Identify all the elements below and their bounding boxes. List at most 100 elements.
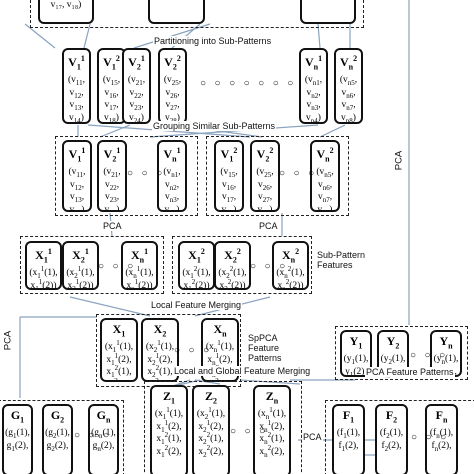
node-entry: (v11,	[68, 167, 86, 180]
connector-line	[83, 23, 91, 49]
node-entry: v28)	[257, 204, 273, 212]
node-title: X1	[112, 322, 126, 339]
node-title: V21	[103, 146, 121, 164]
group-right-ellipsis: ○ ○ ○	[279, 168, 318, 179]
subfeature-node: X22(x22(1),x22(2))	[214, 241, 251, 290]
node-entry: vn4)	[306, 112, 321, 124]
node-entry: v23,	[129, 100, 144, 113]
f-group	[325, 400, 474, 474]
connector-line	[149, 124, 319, 138]
local-global-merging-label: Local and Global Feature Merging	[173, 366, 312, 376]
merged-node: Z2(x21(1),x21(2),x22(1),x22(2),	[192, 385, 230, 474]
sub-left-ellipsis: ○ ○ ○	[98, 261, 137, 272]
node-title: X11	[35, 247, 52, 265]
connector-line	[239, 379, 301, 385]
pca-vertical-left: PCA	[2, 330, 14, 350]
node-entry: (vn5,	[316, 167, 334, 180]
node-title: X21	[72, 247, 89, 265]
node-entry: (v11,	[67, 75, 86, 88]
node-entry: (x12(1),	[182, 265, 211, 281]
node-title: Gn	[96, 408, 111, 425]
node-entry: (f1(1),	[336, 428, 361, 441]
node-entry: (g1(1),	[5, 428, 30, 441]
node-entry: (x21(1),	[66, 265, 95, 281]
node-title: X22	[224, 247, 241, 265]
node-entry: v12,	[69, 87, 84, 100]
node-entry: (vn5,	[339, 75, 358, 88]
node-title: V22	[164, 54, 181, 72]
node-title: Zn	[265, 389, 279, 406]
grouped-node: Vn1(vn1,vn2,vn3,vn4)	[157, 140, 187, 212]
node-entry: (fn(1),	[429, 428, 454, 441]
node-title: V12	[103, 54, 120, 72]
node-title: V21	[128, 54, 145, 72]
grouped-node: Vn2(vn5,vn6,vn7,vn8)	[310, 140, 340, 212]
subpattern-node: V21 (v21,v22,v23,v24)	[122, 48, 151, 124]
node-entry: (xn1(1),	[125, 265, 154, 281]
connector-line	[99, 124, 131, 138]
node-entry: v13,	[69, 100, 84, 113]
pca-label-right: PCA	[258, 221, 279, 231]
node-entry: (y2(1),	[380, 354, 406, 367]
grouping-label: Grouping Similar Sub-Patterns	[152, 121, 277, 131]
node-entry: vn6,	[317, 179, 333, 192]
node-entry: f1(2),	[338, 440, 359, 453]
node-entry: x22(1),	[147, 364, 173, 380]
node-entry: x21(2),	[198, 418, 224, 434]
pca-label-f: PCA	[302, 432, 323, 442]
node-entry: v16,	[221, 179, 237, 192]
connector-line	[317, 23, 321, 49]
node-title: G2	[50, 408, 65, 425]
node-entry: v22,	[129, 87, 144, 100]
node-entry: (x11(1),	[104, 339, 134, 355]
z-ellipsis: ○ ○ ○	[230, 426, 269, 437]
subfeature-node: Xn1(xn1(1),xn1(2))	[121, 241, 158, 290]
node-entry: x22(2))	[219, 277, 246, 290]
node-entry: (vn1,	[304, 75, 323, 88]
grouping-group-left	[55, 136, 198, 216]
node-entry: v₁₇, v₁₈)	[50, 0, 82, 10]
subpattern-node: V11(v11,v12,v13,v14)	[62, 48, 91, 124]
node-entry: (gn(1),	[91, 428, 116, 441]
node-entry: x21(2),	[147, 351, 173, 367]
g-node: Gn (gn(1),gn(2),	[88, 404, 119, 474]
z-group	[144, 381, 302, 474]
node-entry: x12(2),	[156, 443, 182, 459]
partitioning-label: Partitioning into Sub-Patterns	[153, 36, 273, 46]
node-entry: (v21,	[127, 75, 146, 88]
sppca-node: X1(x11(1),x11(2),x12(1),x12(2))	[100, 318, 138, 382]
f-node: F1 (f1(1),f1(2),	[332, 404, 365, 474]
node-entry: vn4)	[164, 204, 180, 212]
subpattern-node: Vn1(vn1,vn2,vn3,vn4)	[299, 48, 328, 124]
node-title: X12	[188, 247, 205, 265]
node-title: X2	[153, 322, 167, 339]
node-title: Fn	[435, 408, 448, 425]
node-title: Xn2	[281, 247, 300, 265]
node-entry: v24)	[129, 112, 144, 124]
node-entry: v28)	[165, 112, 180, 123]
node-entry: g2(2),	[46, 440, 69, 453]
node-entry: vn2,	[306, 87, 321, 100]
row2-ellipsis: ○ ○ ○ ○ ○ ○ ○	[200, 78, 297, 89]
node-entry: x12(1),	[106, 364, 132, 380]
node-entry: gn(2),	[92, 440, 115, 453]
connector-line	[194, 379, 221, 385]
grouped-node: V22(v25,v26,v27,v28)	[250, 140, 280, 212]
node-entry: x11(2))	[30, 277, 57, 290]
pca-vertical-right: PCA	[393, 150, 405, 170]
node-entry: (xn2(1),	[276, 265, 305, 281]
subfeature-node: Xn2(xn2(1),xn2(2))	[272, 241, 309, 290]
grouping-group-right	[206, 136, 349, 216]
node-title: F1	[342, 408, 355, 425]
node-entry: xn2(2))	[277, 277, 304, 290]
node-entry: v18)	[104, 112, 119, 124]
sppca-features-label: SpPCA Feature Patterns	[248, 333, 282, 363]
node-entry: vn7,	[317, 192, 333, 205]
node-entry: x12(1),	[156, 431, 182, 447]
subfeature-node: X11(x11(1),x11(2))	[25, 241, 62, 290]
node-title: Y2	[386, 334, 400, 351]
subfeature-group-right	[172, 236, 312, 294]
node-entry: x12(2))	[106, 376, 132, 382]
node-title: Vn2	[339, 54, 358, 72]
